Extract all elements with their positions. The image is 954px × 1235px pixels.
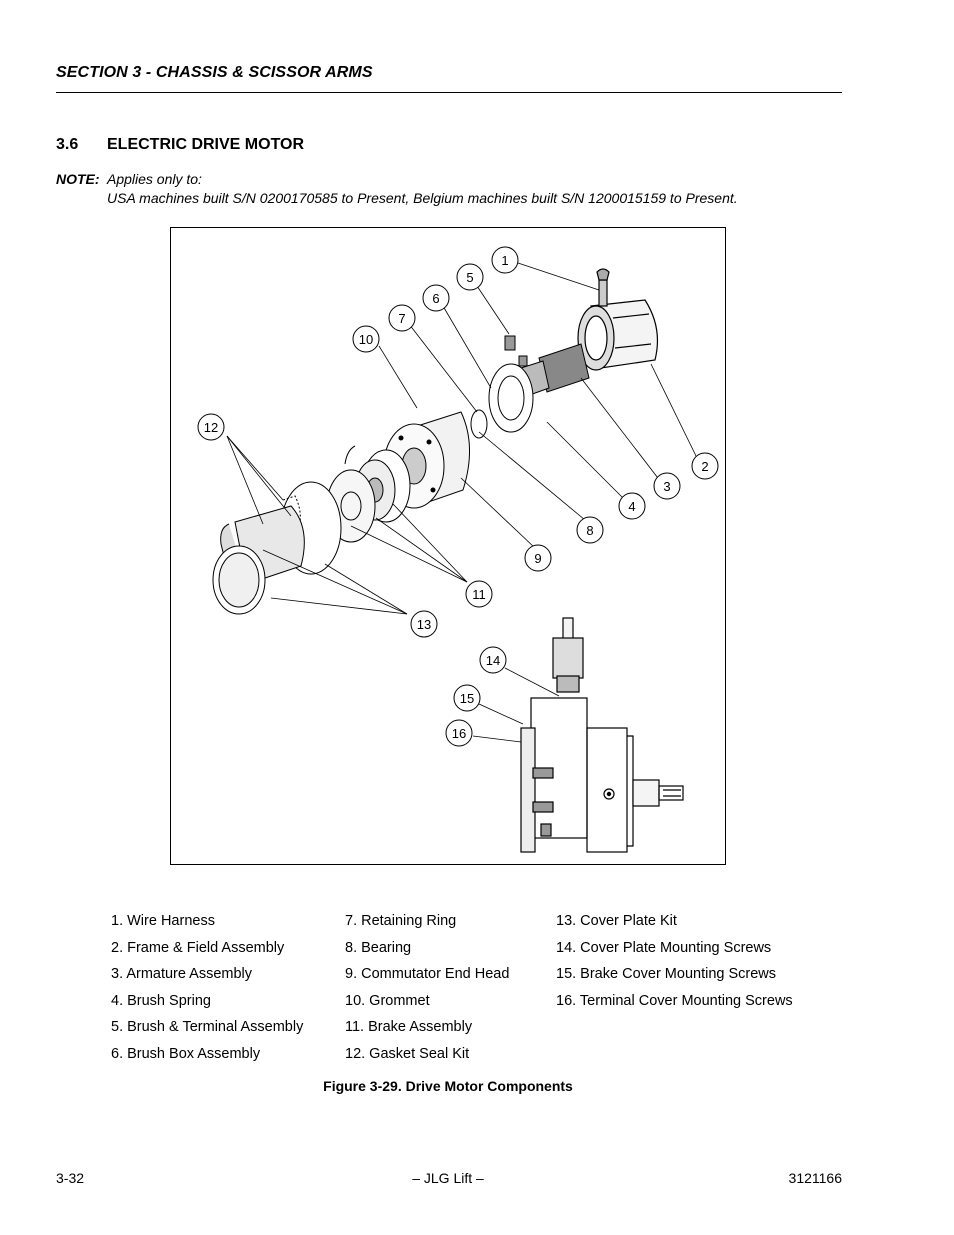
- callout-14: 14: [486, 653, 500, 668]
- callout-14-circle: [479, 646, 507, 674]
- page-number: 3-32: [56, 1170, 85, 1186]
- legend-item: 5. Brush & Terminal Assembly: [111, 1019, 304, 1036]
- note-label: NOTE:: [56, 171, 100, 187]
- drawing-lines: [212, 268, 684, 853]
- section-header: SECTION 3 - CHASSIS & SCISSOR ARMS: [56, 64, 373, 81]
- legend-column-2: 7. Retaining Ring 8. Bearing 9. Commutat…: [345, 908, 509, 1068]
- callout-5: 5: [466, 270, 473, 285]
- legend-item: 1. Wire Harness: [111, 913, 215, 929]
- retaining-ring: [470, 409, 488, 439]
- callout-5-circle: [456, 263, 484, 291]
- heading-number: 3.6: [56, 136, 79, 153]
- note: NOTE: Applies only to: USA machines built…: [56, 170, 738, 208]
- frame-field-assembly: [577, 268, 659, 371]
- legend-item: 2. Frame & Field Assembly: [111, 939, 285, 956]
- callout-16-circle: [445, 719, 473, 747]
- legend-column-1: 1. Wire Harness 2. Frame & Field Assembl…: [111, 908, 303, 1068]
- callout-2: 2: [701, 459, 708, 474]
- legend-item: 14. Cover Plate Mounting Screws: [556, 939, 772, 956]
- header-rule: [56, 92, 842, 93]
- callout-11: 11: [472, 587, 486, 602]
- callout-3: 3: [663, 479, 670, 494]
- legend-item: 15. Brake Cover Mounting Screws: [556, 966, 777, 983]
- callout-10-circle: [352, 325, 380, 353]
- callout-9: 9: [534, 551, 541, 566]
- callout-13: 13: [417, 617, 431, 632]
- callout-circles: [197, 246, 719, 747]
- callout-7-circle: [388, 304, 416, 332]
- callout-7: 7: [398, 311, 405, 326]
- callout-4-circle: [618, 492, 646, 520]
- legend-item: 9. Commutator End Head: [345, 966, 510, 983]
- assembled-motor-side-view: [520, 617, 684, 853]
- cover-plate: [212, 505, 305, 615]
- callout-15: 15: [460, 691, 474, 706]
- legend-column-3: 13. Cover Plate Kit 14. Cover Plate Moun…: [556, 908, 793, 1014]
- callout-numbers: 1 2 3 4 5 6 7 8 9 10 11 12 13 14 15 16: [204, 253, 709, 741]
- callout-8: 8: [586, 523, 593, 538]
- exploded-view-drawing: 1 2 3 4 5 6 7 8 9 10 11 12 13 14 15 16: [197, 246, 719, 853]
- callout-1-circle: [491, 246, 519, 274]
- note-line1: Applies only to:: [107, 171, 202, 187]
- callout-12-circle: [197, 413, 225, 441]
- legend-item: 8. Bearing: [345, 939, 412, 956]
- legend-item: 16. Terminal Cover Mounting Screws: [556, 992, 793, 1009]
- legend-item: 13. Cover Plate Kit: [556, 913, 677, 929]
- callout-4: 4: [628, 499, 635, 514]
- legend-item: 6. Brush Box Assembly: [111, 1045, 261, 1062]
- callout-16: 16: [452, 726, 466, 741]
- drive-motor-figure: 1 2 3 4 5 6 7 8 9 10 11 12 13 14 15 16: [170, 227, 726, 865]
- callout-8-circle: [576, 516, 604, 544]
- callout-9-circle: [524, 544, 552, 572]
- callout-11-circle: [465, 580, 493, 608]
- document-number: 3121166: [788, 1170, 842, 1186]
- legend-item: 11. Brake Assembly: [345, 1019, 473, 1036]
- legend-item: 10. Grommet: [345, 992, 430, 1009]
- leader-lines: [226, 261, 698, 743]
- callout-3-circle: [653, 472, 681, 500]
- section-heading: 3.6 ELECTRIC DRIVE MOTOR: [56, 136, 304, 154]
- callout-10: 10: [359, 332, 373, 347]
- legend-item: 4. Brush Spring: [111, 992, 211, 1009]
- callout-12: 12: [204, 420, 218, 435]
- callout-13-circle: [410, 610, 438, 638]
- legend-item: 7. Retaining Ring: [345, 913, 457, 929]
- callout-15-circle: [453, 684, 481, 712]
- note-line2: USA machines built S/N 0200170585 to Pre…: [107, 190, 738, 206]
- heading-title: ELECTRIC DRIVE MOTOR: [107, 136, 305, 153]
- callout-6: 6: [432, 291, 439, 306]
- footer-brand: – JLG Lift –: [412, 1170, 484, 1186]
- callout-1: 1: [501, 253, 508, 268]
- brush-box-assembly: [488, 335, 534, 433]
- figure-caption: Figure 3-29. Drive Motor Components: [323, 1078, 573, 1094]
- legend-item: 3. Armature Assembly: [111, 966, 253, 983]
- legend-item: 12. Gasket Seal Kit: [345, 1045, 470, 1062]
- callout-2-circle: [691, 452, 719, 480]
- callout-6-circle: [422, 284, 450, 312]
